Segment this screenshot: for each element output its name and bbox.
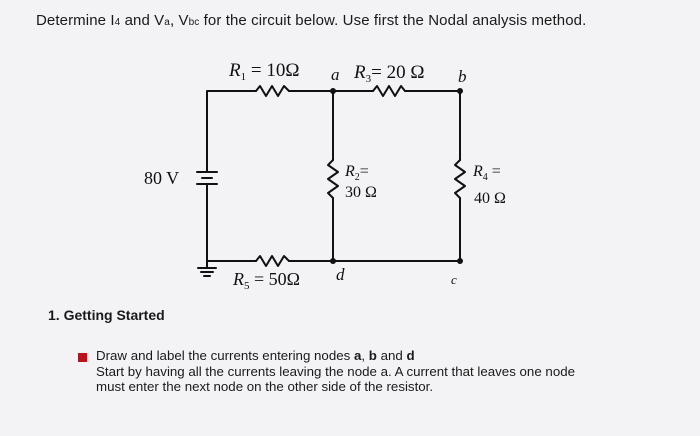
r4-label-line1: R4 = <box>472 163 501 183</box>
r2-label-line1: R2= <box>344 163 369 183</box>
resistor-r4 <box>454 159 466 199</box>
resistor-r5 <box>255 255 290 267</box>
bullet-icon <box>78 353 87 362</box>
node-b-dot <box>457 88 463 94</box>
node-a-dot <box>330 88 336 94</box>
node-a-label: a <box>331 65 340 84</box>
r3-label: R3= 20 Ω <box>353 62 424 85</box>
question-text: Determine I4 and Va, Vbc for the circuit… <box>36 12 587 29</box>
node-c-label: c <box>451 272 457 287</box>
resistor-r1 <box>255 85 290 97</box>
instructions: Draw and label the currents entering nod… <box>96 348 696 395</box>
source-label: 80 V <box>144 168 179 188</box>
r4-label-line2: 40 Ω <box>474 190 506 207</box>
instruction-line-3: must enter the next node on the other si… <box>96 379 434 394</box>
r1-label: R1 = 10Ω <box>228 60 299 83</box>
resistor-r2 <box>327 159 339 199</box>
wire-top-left <box>206 90 257 153</box>
instruction-line-1: Draw and label the currents entering nod… <box>96 348 415 363</box>
voltage-source <box>196 151 218 206</box>
node-b-label: b <box>458 67 467 86</box>
r5-label: R5 = 50Ω <box>232 269 300 292</box>
ground-symbol <box>197 260 217 277</box>
resistor-r3 <box>372 85 406 97</box>
instruction-line-2: Start by having all the currents leaving… <box>96 363 575 379</box>
wire-bottom-left <box>206 204 257 262</box>
node-c-dot <box>457 258 463 264</box>
node-d-dot <box>330 258 336 264</box>
r2-label-line2: 30 Ω <box>345 184 377 201</box>
section-title: 1. Getting Started <box>48 307 165 323</box>
node-d-label: d <box>336 265 345 284</box>
